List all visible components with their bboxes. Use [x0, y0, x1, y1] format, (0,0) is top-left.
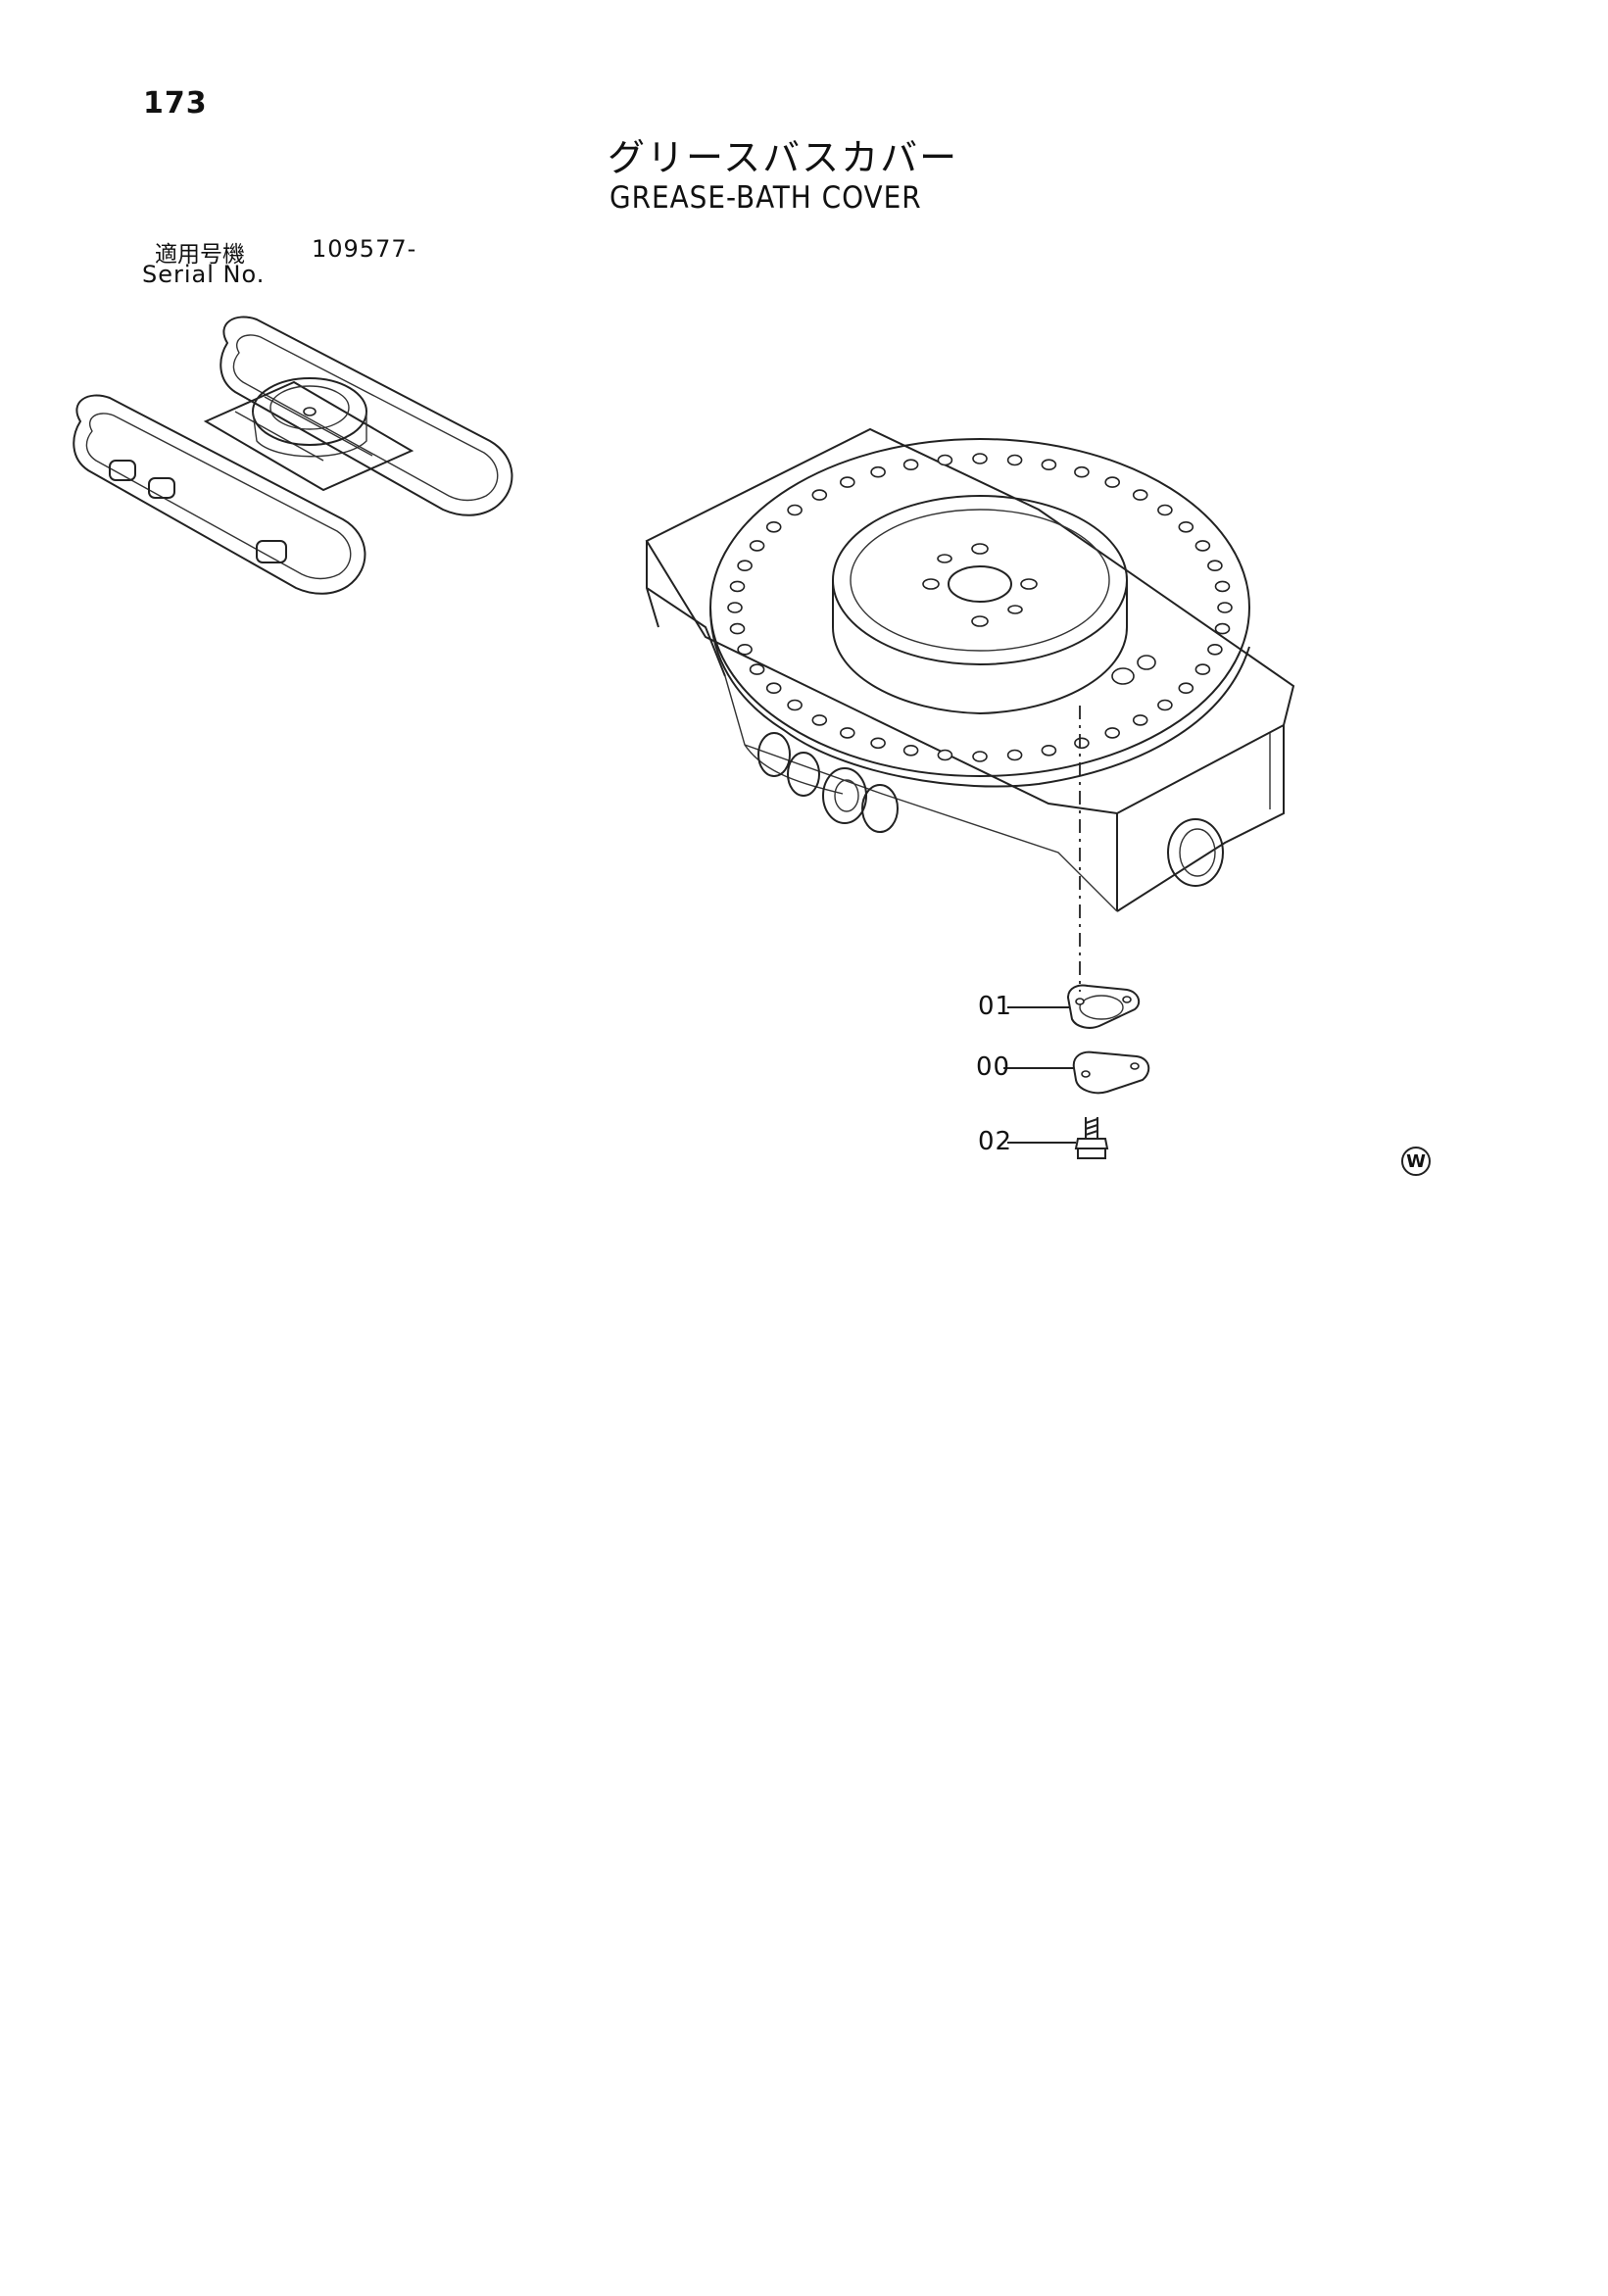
flange-bolt-hole	[1104, 727, 1120, 739]
flange-bolt-hole	[729, 622, 746, 635]
w-mark-icon: W	[1401, 1147, 1431, 1176]
flange-bolt-hole	[1006, 749, 1023, 761]
flange-bolt-hole	[811, 489, 828, 501]
flange-bolt-hole	[1214, 580, 1231, 593]
flange-bolt-hole	[1074, 465, 1090, 478]
flange-bolt-hole	[1041, 744, 1057, 757]
flange-bolt-hole	[765, 682, 782, 695]
flange-bolt-hole	[765, 520, 782, 533]
flange-bolt-hole	[1132, 489, 1148, 501]
flange-bolt-hole	[749, 663, 765, 675]
flange-bolt-hole	[1207, 560, 1223, 572]
flange-port-hole	[1111, 667, 1135, 685]
part-02-bolt	[1074, 1117, 1109, 1159]
flange-bolt-hole	[737, 560, 753, 572]
flange-bolt-hole	[870, 737, 886, 750]
flange-bolt-hole	[839, 727, 855, 739]
page-number: 173	[143, 86, 208, 121]
flange-bolt-hole	[1006, 454, 1023, 466]
flange-bolt-hole	[1194, 663, 1211, 675]
flange-bolt-hole	[749, 540, 765, 552]
flange-bolt-holes	[727, 453, 1233, 762]
flange-bolt-hole	[1132, 714, 1148, 726]
flange-bolt-hole	[839, 476, 855, 488]
flange-bolt-hole	[811, 714, 828, 726]
serial-label-english: Serial No.	[142, 261, 266, 288]
flange-bolt-hole	[729, 580, 746, 593]
flange-bolt-hole	[870, 465, 886, 478]
flange-bolt-hole	[902, 459, 919, 471]
flange-bolt-hole	[937, 749, 953, 761]
flange-bolt-hole	[1194, 540, 1211, 552]
serial-number-value: 109577-	[312, 235, 417, 263]
part-00-cover	[1072, 1050, 1150, 1095]
callout-label-01: 01	[978, 992, 1013, 1021]
flange-bolt-hole	[1104, 476, 1120, 488]
flange-bolt-hole	[787, 504, 803, 516]
flange-bolt-hole	[737, 643, 753, 656]
center-frame-illustration	[645, 427, 1295, 912]
flange-bolt-hole	[937, 454, 953, 466]
flange-bolt-hole	[1074, 737, 1090, 750]
flange-bolt-hole	[1217, 602, 1233, 613]
flange-bolt-hole	[727, 602, 743, 613]
flange-bolt-hole	[1207, 643, 1223, 656]
flange-bolt-hole	[1157, 699, 1173, 711]
callout-label-00: 00	[976, 1052, 1011, 1082]
flange-bolt-hole	[1041, 459, 1057, 471]
part-01-gasket	[1066, 984, 1141, 1029]
flange-bolt-hole	[1178, 520, 1194, 533]
flange-bolt-hole	[1178, 682, 1194, 695]
flange-bolt-hole	[1157, 504, 1173, 516]
flange-bolt-hole	[902, 744, 919, 757]
page-title-japanese: グリースバスカバー	[608, 136, 959, 179]
overview-undercarriage-illustration	[73, 316, 513, 595]
flange-bolt-hole	[972, 751, 988, 762]
callout-label-02: 02	[978, 1127, 1013, 1156]
flange-bolt-hole	[972, 453, 988, 464]
flange-bolt-hole	[1214, 622, 1231, 635]
flange-port-hole	[1137, 655, 1156, 670]
flange-bolt-hole	[787, 699, 803, 711]
page-title-english: GREASE-BATH COVER	[609, 180, 922, 216]
serial-label-japanese: 適用号機	[155, 242, 245, 268]
